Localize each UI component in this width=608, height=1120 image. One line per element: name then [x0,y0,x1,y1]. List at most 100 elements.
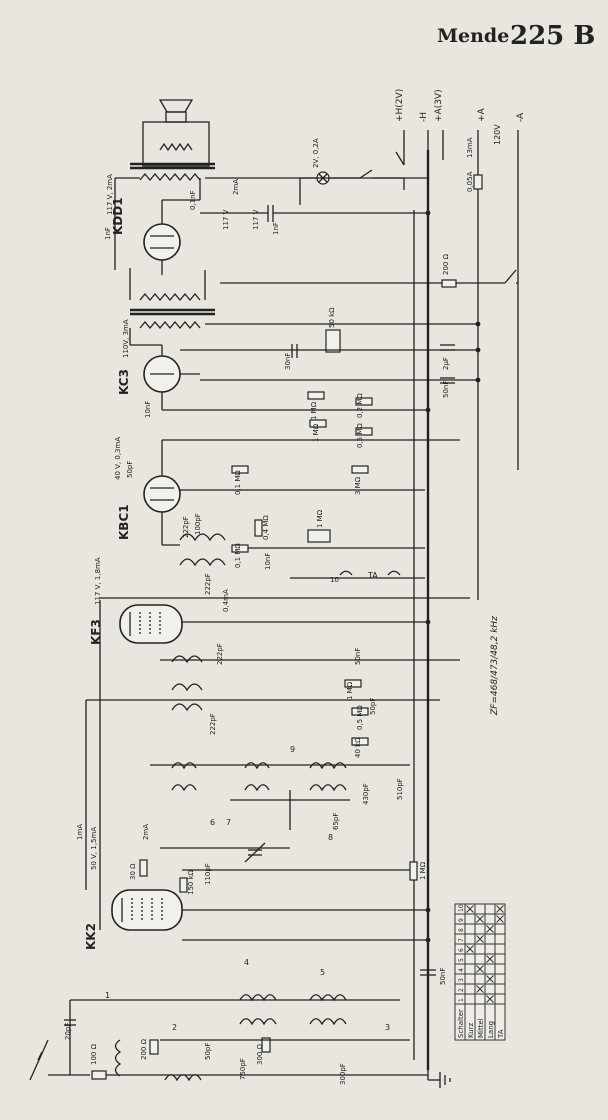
antenna-resistor-value: 100 Ω [90,1043,98,1065]
switch-5-label: 5 [320,968,325,977]
grid-leak-resistor-value: 1 MΩ [419,861,427,880]
brand-name: Mende [437,25,509,47]
switch-table-col: 2 [458,988,465,992]
tube-kk2: KK2 50 V, 1,5mA 1mA 2mA 30 Ω 150 kΩ 110p… [76,600,428,950]
volume-control [307,529,331,543]
mains-voltage: 120V [493,124,502,145]
kdd1-anode-current: 2mA [232,179,240,195]
model-number: 225 B [510,21,595,51]
supply-terminals: +H(2V) -H +A(3V) +A -A 120V 0,05A 13mA 2… [220,89,526,288]
input-resistor-2-value: 300 Ω [256,1043,264,1065]
antenna-icon [29,1039,49,1081]
switch-1-label: 1 [105,991,110,1000]
kbc1-load-resistor [231,465,249,474]
kf3-if-cap-low: 222pF [209,713,217,735]
osc-padder-cap-2: 510pF [396,778,404,800]
speaker-icon [158,99,194,113]
terminal-plus-h: +H(2V) [395,89,405,122]
switch-table-col: 7 [458,938,465,942]
kdd1-anode-voltage: 117 V [222,209,230,230]
kbc1-operating-point: 40 V, 0,3mA [114,437,122,480]
switch-3-label: 3 [385,1023,390,1032]
kk2-osc-resistor [179,877,188,893]
kbc1-volume-resistor [254,519,263,537]
tube-kdd1-icon [143,223,181,261]
kk2-cathode-resistor-value: 30 Ω [129,863,137,880]
switch-table-row-label: Mittel [477,1018,485,1038]
switch-table-col: 6 [458,948,465,952]
kk2-anode-current: 2mA [142,824,150,840]
input-cap: 50pF [204,1043,212,1060]
output-stage [114,99,478,345]
supply-filter-cap-2: 50nF [442,381,450,398]
terminal-plus-a3v: +A(3V) [434,89,444,122]
kdd1-coupling-cap: 1nF [104,227,112,240]
switch-8-label: 8 [328,833,333,842]
input-cap-2: 750pF [239,1058,247,1080]
terminal-plus-a: +A [477,107,487,122]
tube-kc3-label: KC3 [117,369,131,395]
switch-table-col: 1 [458,998,465,1002]
switch-table-row-label: Kurz [467,1022,475,1038]
agc-resistor-value: 1 MΩ [346,681,354,700]
kc3-bias-resistor-value: 0,2 MΩ [356,393,364,418]
kbc1-coupling-cap: 10nF [264,553,272,570]
input-resistor-value: 200 Ω [140,1038,148,1060]
tube-kdd1: KDD1 1nF 117 V, 2mA 0,1nF 117 V 2mA 1nF … [104,174,428,275]
fuse-rating: 0,05A [466,171,474,192]
input-resistor [149,1039,159,1055]
kk2-cathode-resistor [139,859,148,877]
fuse [473,174,483,190]
kk2-osc-cap: 110pF [204,863,212,885]
kc3-grid-cap: 10nF [144,401,152,418]
kbc1-anode-resistor [351,465,369,474]
agc-cap-2: 50pF [369,698,377,715]
switch-6-label: 6 [210,818,215,827]
tube-kc3: KC3 110V, 3mA 10nF 50 kΩ 30nF 2μF 50nF 1… [117,307,478,420]
kk2-screen-current: 1mA [76,824,84,840]
tube-kdd1-label: KDD1 [111,197,125,235]
antenna-section: 100 Ω 20pF 200 Ω 50pF 750pF 300 Ω 300pF … [29,958,451,1088]
tube-kbc1-label: KBC1 [117,504,131,540]
switch-table-col: 8 [458,928,465,932]
kf3-operating-point: 117 V, 1,8mA [94,557,102,605]
kbc1-bias-resistor [355,427,373,436]
switch-table-col: 3 [458,978,465,982]
osc-trim-cap: 65pF [332,813,340,830]
kbc1-grid-resistor-value: 1 MΩ [312,423,320,442]
grid-leak-resistor [409,861,418,881]
bus-bypass-cap: 50nF [439,968,447,985]
kbc1-diode-resistor-value: 0,1 MΩ [234,543,242,568]
kbc1-anode-cap: 50pF [126,461,134,478]
kk2-osc-resistor-value: 150 kΩ [187,869,195,895]
kbc1-volume-resistor-value: 0,4 MΩ [262,515,270,540]
kbc1-bias-resistor-value: 0,5 MΩ [356,423,364,448]
series-resistor-value: 200 Ω [442,253,450,275]
supply-current: 13mA [466,137,474,158]
tube-kf3-icon [119,604,183,644]
terminal-minus-a: -A [516,112,526,122]
kc3-bias-resistor [355,397,373,406]
osc-padder-cap: 430pF [362,783,370,805]
lamp-rating: 2V, 0,2A [312,138,320,168]
agc-resistor-2-value: 0,5 MΩ [356,705,364,730]
kc3-coupling-cap: 30nF [284,353,292,370]
agc-resistor [344,679,362,688]
switch-table-header: Schalter [457,1009,465,1038]
junctions [425,210,481,943]
series-resistor [441,279,457,288]
tube-kbc1: KBC1 40 V, 0,3mA 50pF 100pF 222pF 0,1 MΩ… [114,419,460,584]
switch-7-label: 7 [226,818,231,827]
kdd1-grid-cap: 0,1nF [189,190,197,210]
kbc1-load-resistor-value: 0,1 MΩ [234,470,242,495]
kdd1-bypass-cap: 1nF [272,222,280,235]
tube-kk2-label: KK2 [84,923,98,950]
kf3-if-cap-top: 222pF [204,573,212,595]
switch-9-label: 9 [290,745,295,754]
kc3-pot [325,329,341,353]
switch-table-col: 5 [458,958,465,962]
tube-kf3: KF3 117 V, 1,8mA 0,4mA 222pF 222pF 222pF… [89,557,500,758]
input-cap-3: 300pF [339,1063,347,1085]
switch-table-col: 4 [458,968,465,972]
